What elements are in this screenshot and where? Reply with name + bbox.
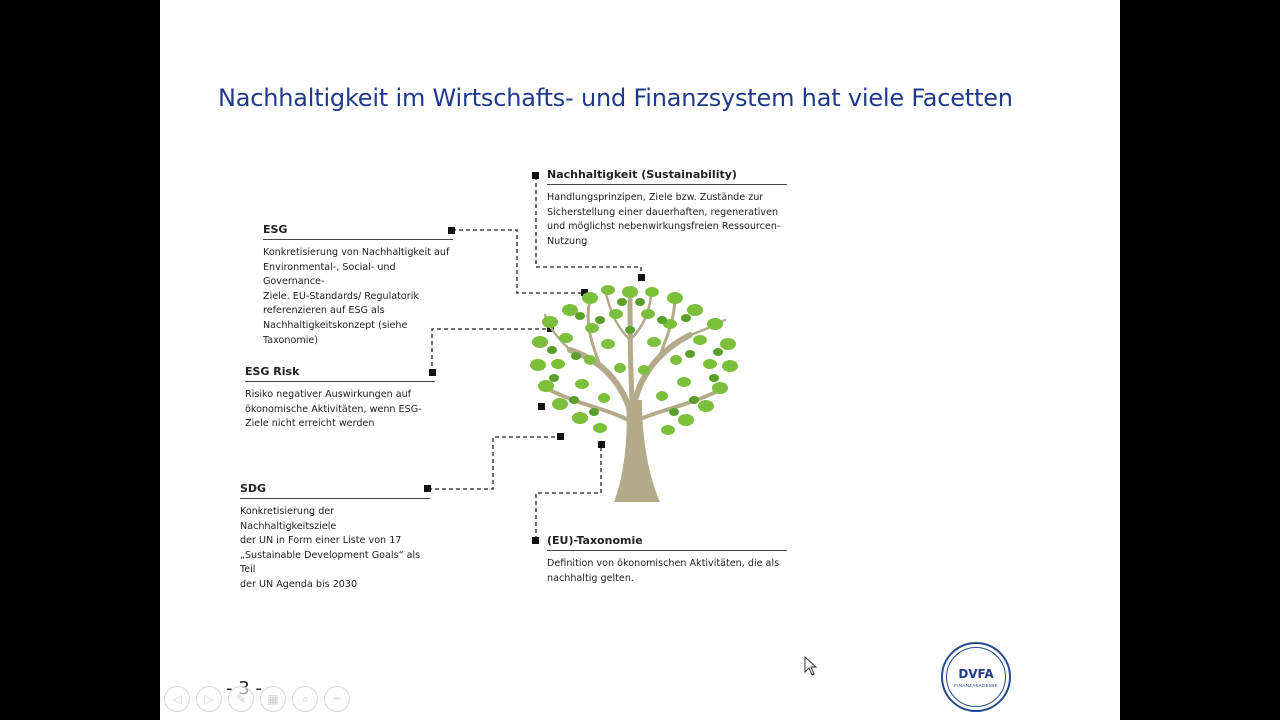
- arrow-right-icon: ▷: [204, 692, 214, 706]
- dvfa-logo: DVFA FINANZAKADEMIE: [941, 642, 1011, 712]
- oak-tree-illustration: [530, 285, 738, 502]
- sdg-heading: SDG: [240, 482, 430, 499]
- esg-box: ESG Konkretisierung von Nachhaltigkeit a…: [263, 223, 453, 348]
- slide: Nachhaltigkeit im Wirtschafts- und Finan…: [160, 0, 1120, 720]
- ellipsis-icon: •••: [333, 695, 341, 703]
- pen-icon: ✎: [235, 692, 247, 706]
- esg-risk-heading: ESG Risk: [245, 365, 435, 382]
- sdg-text: Konkretisierung der Nachhaltigkeitsziele…: [240, 506, 421, 590]
- next-slide-button[interactable]: ▷: [196, 686, 222, 712]
- arrow-left-icon: ◁: [172, 692, 182, 706]
- slide-title: Nachhaltigkeit im Wirtschafts- und Finan…: [218, 84, 1013, 112]
- taxonomy-heading: (EU)-Taxonomie: [547, 534, 787, 551]
- esg-risk-text: Risiko negativer Auswirkungen auf ökonom…: [245, 389, 422, 430]
- zoom-button[interactable]: ⌕: [292, 686, 318, 712]
- slideshow-controls: ◁ ▷ ✎ ▦ ⌕ •••: [164, 686, 350, 712]
- esg-text: Konkretisierung von Nachhaltigkeit auf E…: [263, 247, 450, 346]
- dvfa-logo-subtitle: FINANZAKADEMIE: [954, 682, 998, 688]
- dvfa-logo-ring: DVFA FINANZAKADEMIE: [946, 647, 1006, 707]
- sustainability-heading: Nachhaltigkeit (Sustainability): [547, 168, 787, 185]
- taxonomy-box: (EU)-Taxonomie Definition von ökonomisch…: [547, 534, 787, 586]
- sdg-box: SDG Konkretisierung der Nachhaltigkeitsz…: [240, 482, 430, 593]
- esg-risk-box: ESG Risk Risiko negativer Auswirkungen a…: [245, 365, 435, 432]
- sustainability-box: Nachhaltigkeit (Sustainability) Handlung…: [547, 168, 787, 249]
- previous-slide-button[interactable]: ◁: [164, 686, 190, 712]
- magnifier-icon: ⌕: [301, 691, 309, 706]
- sustainability-text: Handlungsprinzipen, Ziele bzw. Zustände …: [547, 192, 781, 247]
- mouse-pointer-icon: [804, 656, 818, 676]
- slides-grid-icon: ▦: [267, 692, 279, 706]
- more-options-button[interactable]: •••: [324, 686, 350, 712]
- taxonomy-text: Definition von ökonomischen Aktivitäten,…: [547, 558, 780, 584]
- dvfa-logo-brand: DVFA: [958, 666, 994, 681]
- see-all-slides-button[interactable]: ▦: [260, 686, 286, 712]
- esg-heading: ESG: [263, 223, 453, 240]
- pen-tool-button[interactable]: ✎: [228, 686, 254, 712]
